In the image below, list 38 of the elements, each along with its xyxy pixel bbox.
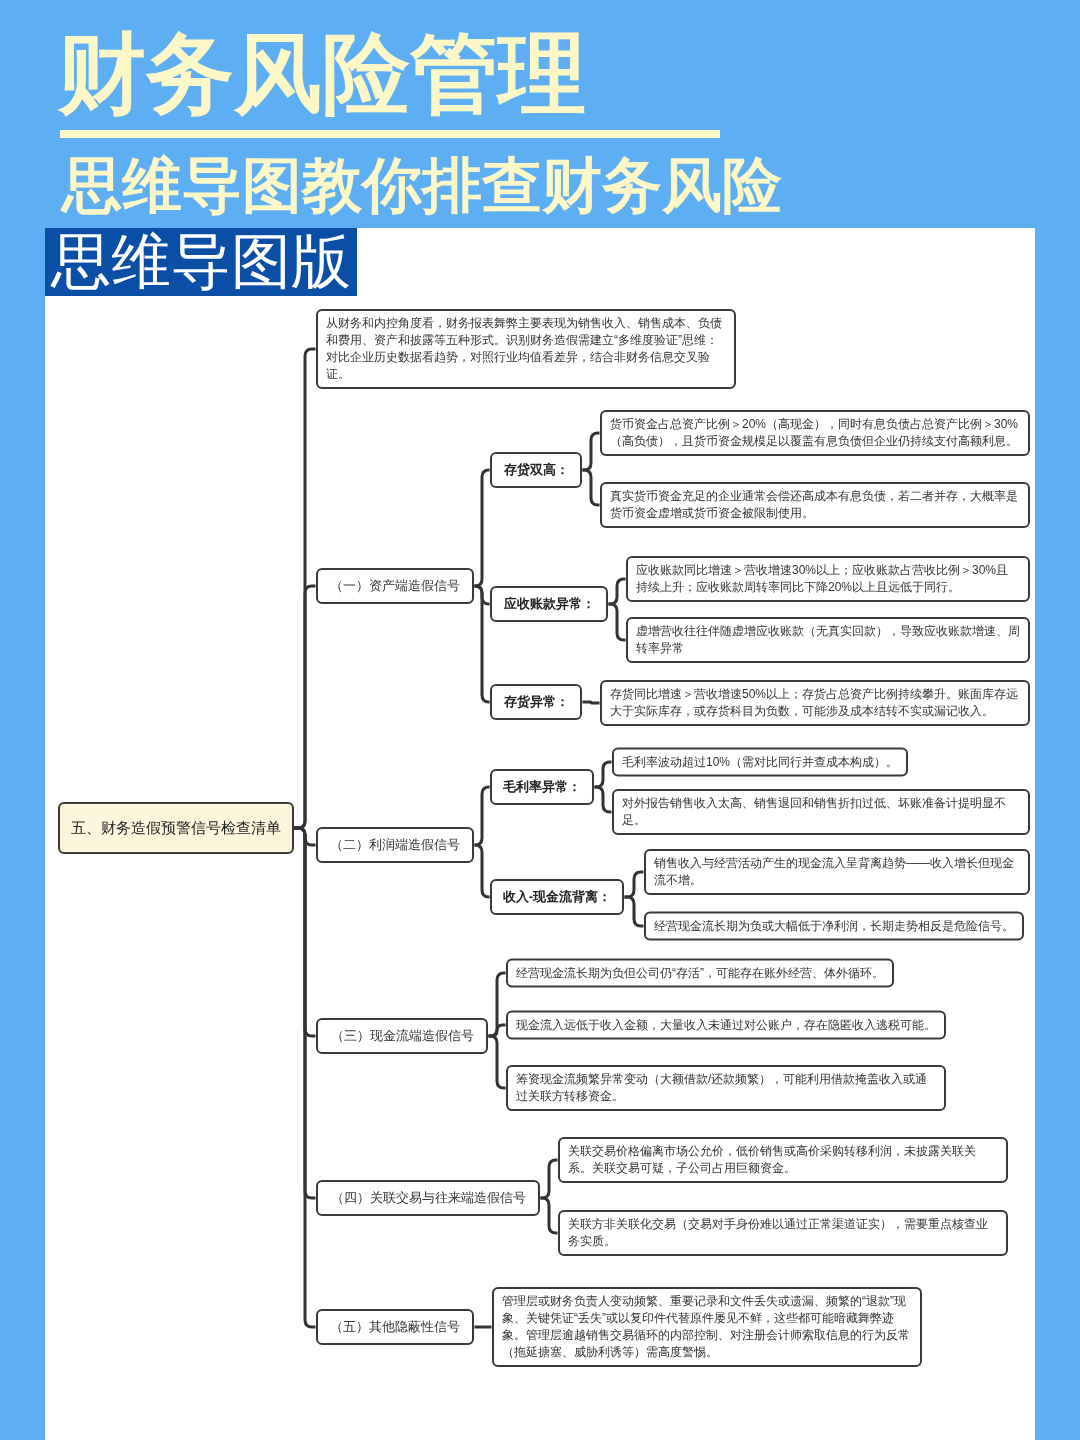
note-box: 管理层或财务负责人变动频繁、重要记录和文件丢失或遗漏、频繁的“退款”现象、关键凭证“丢失”或以复印件代替原件屡见不鲜，这些都可能暗藏舞弊迹象。管理层逾越销售交易循环的内部控制、对注册会计师索取信息的行为反常（拖延搪塞、威胁利诱等）需高度警惕。: [492, 1287, 922, 1367]
note-box: 存货同比增速＞营收增速50%以上；存货占总资产比例持续攀升。账面库存远大于实际库存，或存货科目为负数，可能涉及成本结转不实或漏记收入。: [600, 680, 1030, 726]
subtopic-box: 存贷双高：: [490, 452, 582, 488]
subtopic-box: 毛利率异常：: [490, 769, 594, 805]
branch-topic-box: （一）资产端造假信号: [316, 568, 474, 604]
subtopic-box: 存货异常：: [490, 684, 582, 720]
title: 财务风险管理: [58, 24, 586, 124]
note-box: 销售收入与经营活动产生的现金流入呈背离趋势——收入增长但现金流不增。: [644, 849, 1030, 895]
subtopic-box: 收入-现金流背离：: [490, 879, 624, 915]
connector-line: [540, 1158, 558, 1200]
central-topic-box: 五、财务造假预警信号检查清单: [58, 802, 294, 854]
note-box: 从财务和内控角度看，财务报表舞弊主要表现为销售收入、销售成本、负债和费用、资产和披露等五种形式。识别财务造假需建立“多维度验证”思维：对比企业历史数据看趋势，对照行业均值看差异，结合非财务信息交叉验证。: [316, 309, 736, 389]
note-box: 关联方非关联化交易（交易对手身份难以通过正常渠道证实），需要重点核查业务实质。: [558, 1210, 1008, 1256]
note-box: 经营现金流长期为负或大幅低于净利润，长期走势相反是危险信号。: [644, 911, 1024, 941]
connector-line: [474, 1325, 492, 1329]
note-box: 筹资现金流频繁异常变动（大额借款/还款频繁），可能利用借款掩盖收入或通过关联方转移资金。: [506, 1065, 946, 1111]
subtopic-box: 应收账款异常：: [490, 586, 608, 622]
branch-topic-box: （三）现金流端造假信号: [316, 1018, 488, 1054]
note-box: 经营现金流长期为负但公司仍“存活”，可能存在账外经营、体外循环。: [506, 958, 894, 988]
note-box: 对外报告销售收入太高、销售退回和销售折扣过低、坏账准备计提明显不足。: [612, 789, 1030, 835]
note-box: 货币资金占总资产比例＞20%（高现金），同时有息负债占总资产比例＞30%（高负债），且货币资金规模足以覆盖有息负债但企业仍持续支付高额利息。: [600, 410, 1030, 456]
branch-topic-box: （四）关联交易与往来端造假信号: [316, 1180, 540, 1216]
note-box: 现金流入远低于收入金额，大量收入未通过对公账户，存在隐匿收入逃税可能。: [506, 1010, 946, 1040]
note-box: 应收账款同比增速＞营收增速30%以上；应收账款占营收比例＞30%且持续上升；应收账款周转率同比下降20%以上且远低于同行。: [626, 556, 1030, 602]
note-box: 关联交易价格偏离市场公允价，低价销售或高价采购转移利润，未披露关联关系。关联交易可疑，子公司占用巨额资金。: [558, 1137, 1008, 1183]
connector-line: [594, 785, 612, 814]
note-box: 虚增营收往往伴随虚增应收账款（无真实回款），导致应收账款增速、周转率异常: [626, 617, 1030, 663]
connector-line: [582, 431, 600, 472]
connector-line: [624, 870, 644, 899]
version-tag: 思维导图版: [45, 228, 357, 296]
branch-topic-box: （五）其他隐蔽性信号: [316, 1309, 474, 1345]
connector-line: [594, 760, 612, 789]
note-box: 毛利率波动超过10%（需对比同行并查成本构成）。: [612, 747, 909, 777]
note-box: 真实货币资金充足的企业通常会偿还高成本有息负债，若二者并存，大概率是货币资金虚增或货币资金被限制使用。: [600, 482, 1030, 528]
branch-topic-box: （二）利润端造假信号: [316, 827, 474, 863]
connector-line: [582, 700, 600, 705]
subtitle: 思维导图教你排查财务风险: [62, 151, 782, 221]
connector-line: [608, 577, 626, 606]
